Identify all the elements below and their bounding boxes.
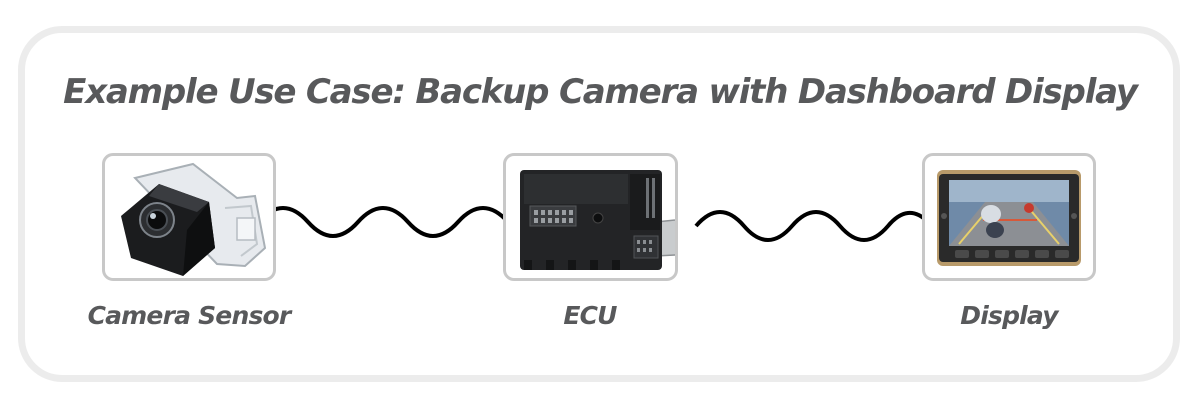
display-label: Display [960, 301, 1058, 330]
dashboard-display-icon [937, 170, 1081, 266]
ecu-label: ECU [563, 301, 617, 330]
ecu-box [503, 153, 678, 281]
camera-sensor-icon [121, 162, 267, 276]
cable-camera-to-ecu [256, 206, 510, 238]
camera-sensor-label: Camera Sensor [87, 301, 292, 330]
ecu-module-icon [520, 170, 675, 270]
camera-sensor-box [102, 153, 276, 281]
diagram-title: Example Use Case: Backup Camera with Das… [63, 72, 1138, 112]
cable-ecu-to-display [694, 210, 943, 242]
display-box [922, 153, 1096, 281]
